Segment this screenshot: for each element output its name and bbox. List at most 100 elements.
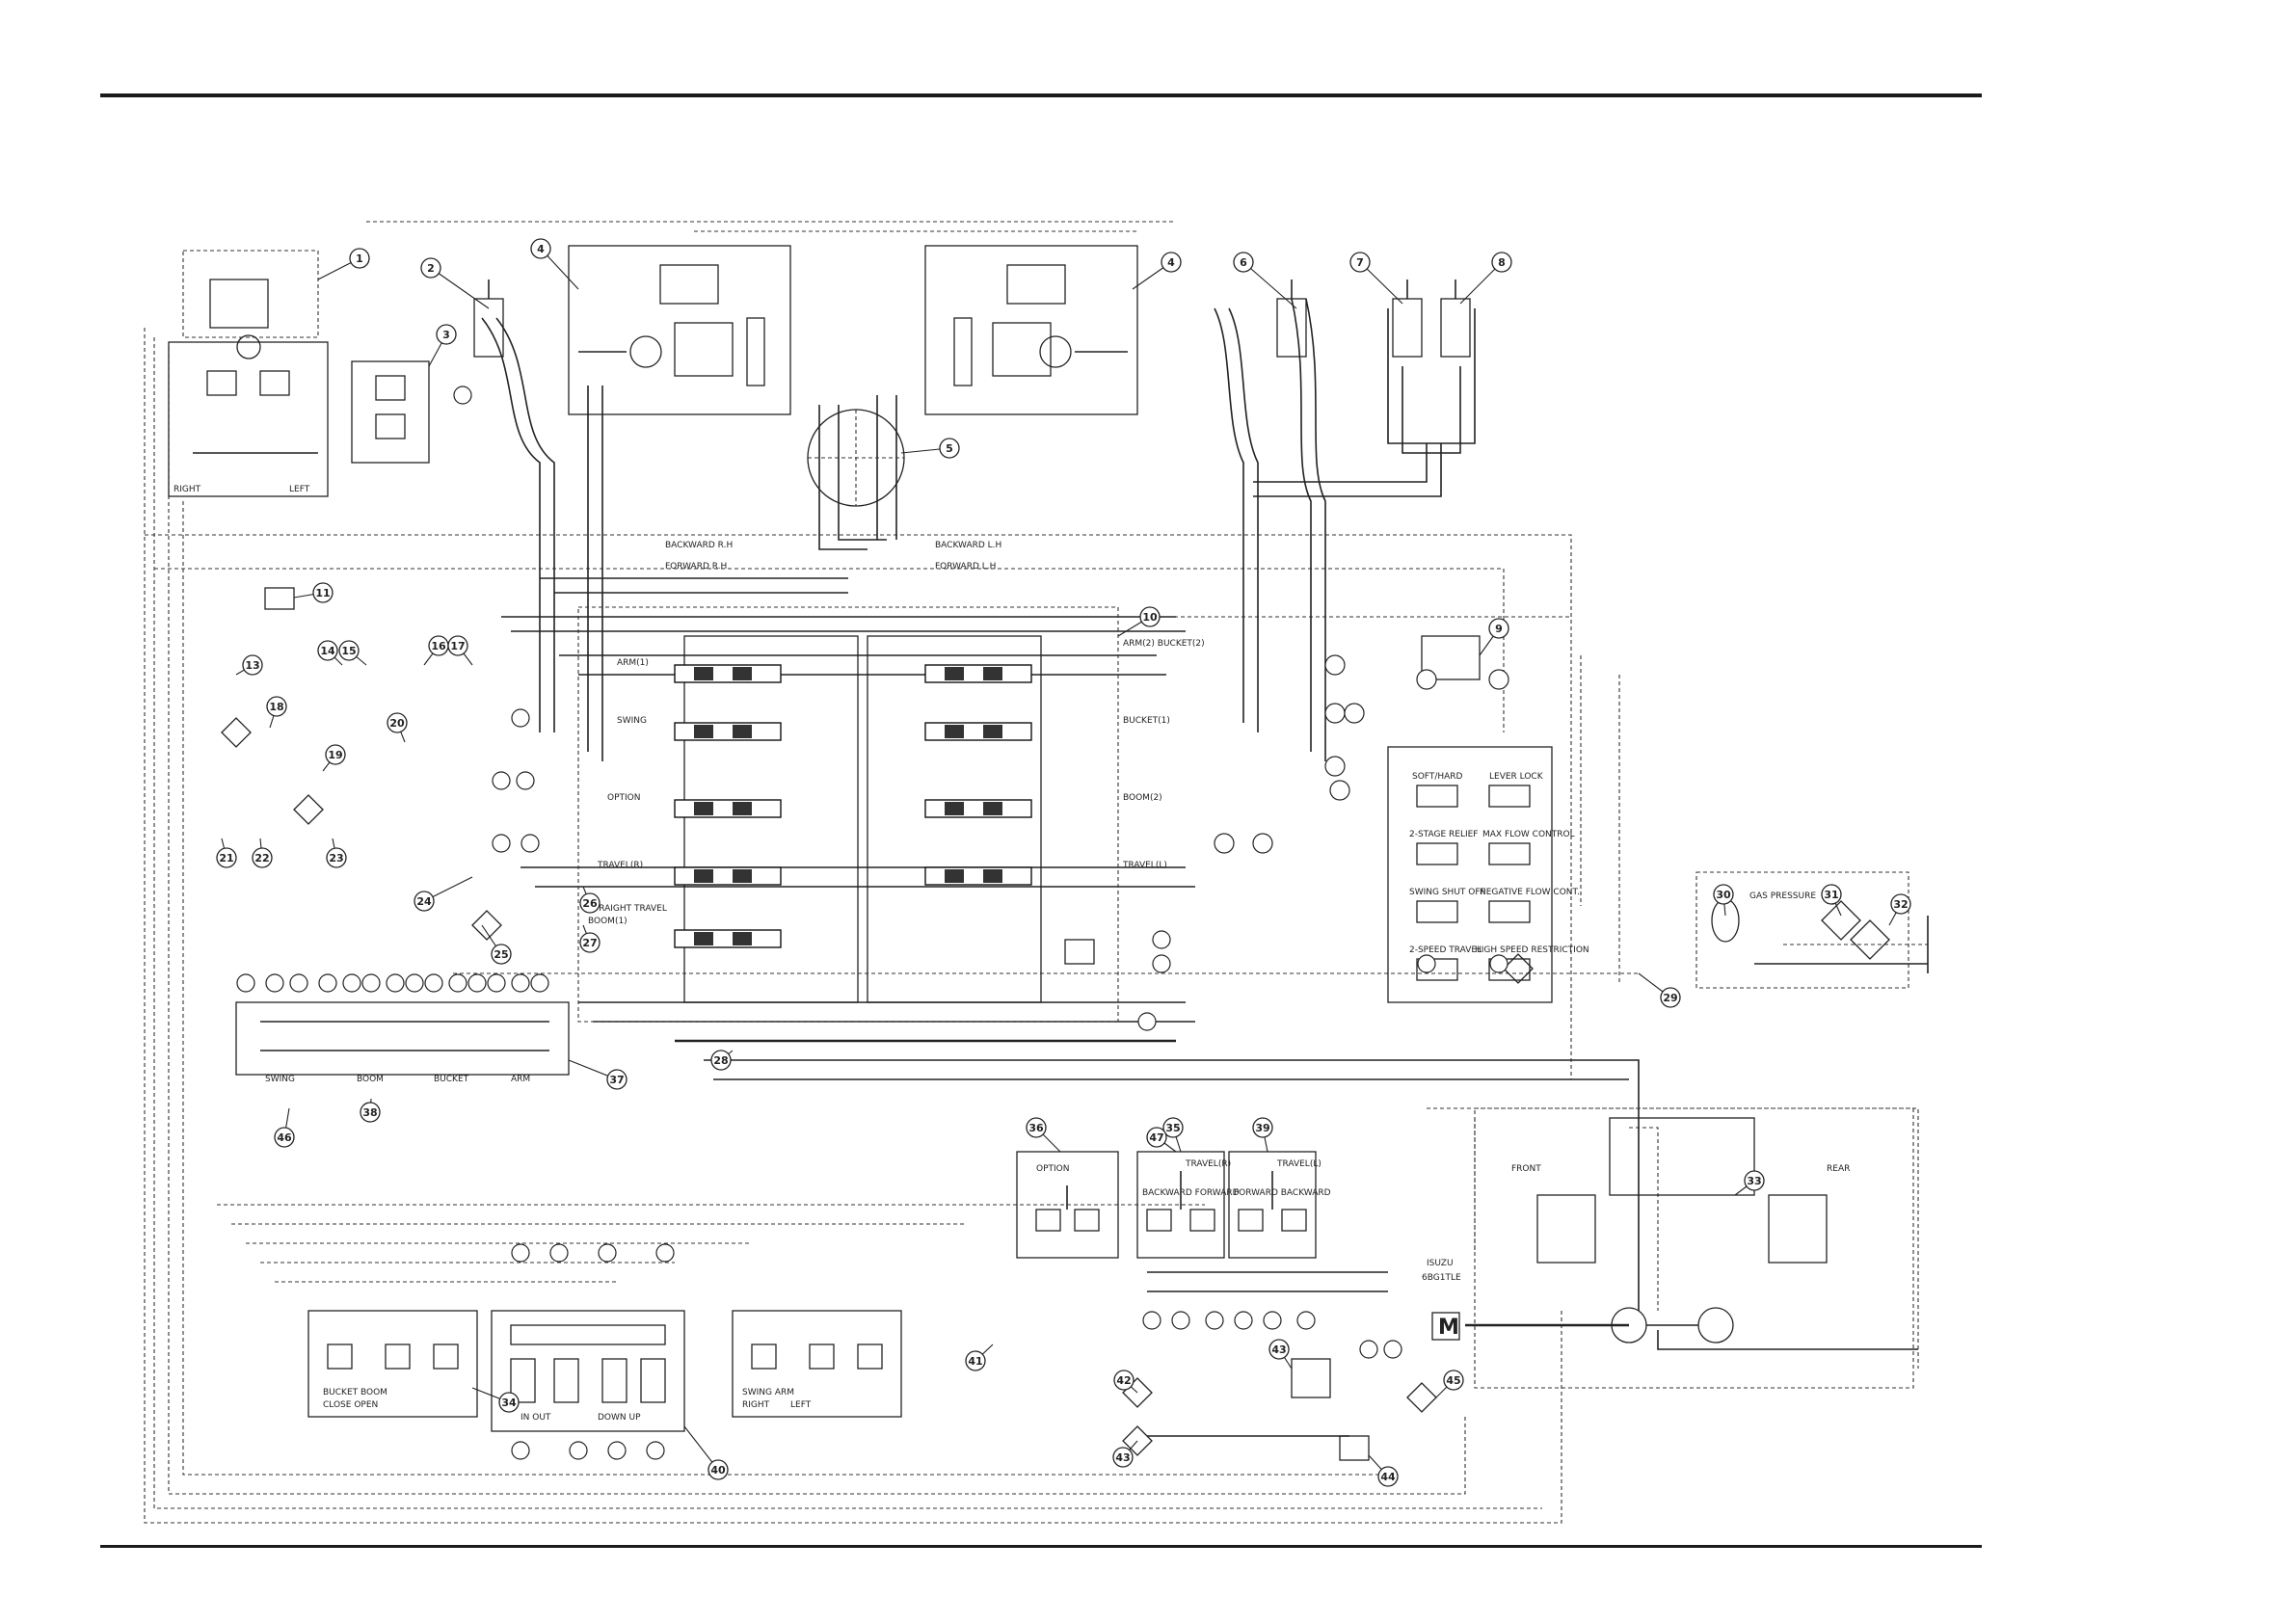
callout-number: 44 bbox=[1380, 1471, 1396, 1483]
callout-number: 19 bbox=[328, 749, 342, 761]
label-left-rcv: LEFT bbox=[790, 1400, 812, 1410]
callout-circle bbox=[579, 892, 601, 914]
callout-circle bbox=[387, 712, 408, 733]
callout-number: 16 bbox=[431, 640, 446, 652]
pressure-lines bbox=[481, 298, 1929, 1437]
callout-leader bbox=[1242, 261, 1297, 309]
callout-number: 15 bbox=[341, 645, 356, 657]
callout-33: 33 bbox=[1734, 1170, 1765, 1196]
callout-circle bbox=[1026, 1117, 1047, 1138]
callout-circle bbox=[491, 944, 512, 965]
label-engine-model: 6BG1TLE bbox=[1422, 1273, 1461, 1283]
callout-2: 2 bbox=[420, 257, 490, 309]
callout-46: 46 bbox=[274, 1107, 295, 1148]
travel-line-labels: BACKWARD R.H FORWARD R.H BACKWARD L.H FO… bbox=[665, 541, 1001, 572]
callout-number: 10 bbox=[1142, 611, 1158, 624]
callout-40: 40 bbox=[683, 1425, 729, 1480]
callout-circle bbox=[1377, 1466, 1399, 1487]
callout-number: 43 bbox=[1115, 1451, 1130, 1464]
callout-43: 43 bbox=[1268, 1339, 1293, 1370]
callout-number: 2 bbox=[427, 262, 435, 275]
label-right-left: RIGHT bbox=[742, 1400, 770, 1410]
callout-number: 34 bbox=[501, 1397, 517, 1409]
callout-number: 8 bbox=[1498, 256, 1506, 269]
callout-number: 37 bbox=[609, 1074, 624, 1086]
callout-number: 31 bbox=[1824, 889, 1838, 901]
callout-number: 9 bbox=[1495, 623, 1503, 635]
callout-circle bbox=[436, 324, 457, 345]
pilot-lines bbox=[144, 221, 1928, 1524]
callout-number: 26 bbox=[582, 897, 598, 910]
label-negative-flow-control: NEGATIVE FLOW CONT. bbox=[1480, 888, 1580, 897]
cylinders bbox=[473, 279, 1476, 454]
label-2-speed-travel: 2-SPEED TRAVEL bbox=[1409, 945, 1482, 955]
callout-9: 9 bbox=[1479, 618, 1509, 656]
main-pump-engine: M ISUZU 6BG1TLE FRONT REAR bbox=[1422, 1107, 1914, 1389]
callout-14: 14 bbox=[317, 640, 343, 666]
callout-number: 46 bbox=[277, 1131, 292, 1144]
callout-number: 5 bbox=[946, 442, 953, 455]
callout-circle bbox=[266, 696, 287, 717]
callout-number: 18 bbox=[269, 701, 283, 713]
callout-circle bbox=[1252, 1117, 1273, 1138]
label-travel-r: TRAVEL(R) bbox=[597, 861, 643, 870]
pilot-valve-travel-l: TRAVEL(L) FORWARD BACKWARD bbox=[1228, 1151, 1331, 1259]
callout-number: 32 bbox=[1893, 898, 1908, 911]
callout-number: 29 bbox=[1663, 992, 1677, 1004]
label-left: LEFT bbox=[289, 485, 310, 494]
callout-11: 11 bbox=[293, 582, 334, 603]
callout-25: 25 bbox=[481, 924, 512, 965]
callout-number: 45 bbox=[1446, 1374, 1460, 1387]
callout-number: 39 bbox=[1255, 1122, 1269, 1134]
callout-28: 28 bbox=[710, 1050, 734, 1071]
remote-control-valve-center: IN OUT DOWN UP bbox=[491, 1310, 685, 1432]
label-boom1: BOOM(1) bbox=[588, 917, 627, 926]
callout-circle bbox=[1113, 1370, 1135, 1391]
callout-13: 13 bbox=[235, 654, 263, 676]
swing-motor-block: RIGHT LEFT bbox=[168, 250, 329, 497]
callout-circle bbox=[1146, 1127, 1167, 1148]
callout-18: 18 bbox=[266, 696, 287, 729]
callout-circle bbox=[414, 891, 435, 912]
callout-circle bbox=[498, 1392, 520, 1413]
label-forward-backward: FORWARD BACKWARD bbox=[1234, 1188, 1331, 1198]
label-bucket1: BUCKET(1) bbox=[1123, 716, 1170, 726]
label-backward-rh: BACKWARD R.H bbox=[665, 541, 733, 550]
main-control-valve: ARM(1) ARM(2) BUCKET(2) SWING BUCKET(1) … bbox=[577, 606, 1205, 1023]
callout-15: 15 bbox=[338, 640, 367, 666]
label-option-pilot: OPTION bbox=[1036, 1164, 1069, 1174]
label-in-out: IN OUT bbox=[521, 1413, 551, 1423]
callout-number: 36 bbox=[1028, 1122, 1044, 1134]
callout-circle bbox=[1139, 606, 1161, 627]
callout-4: 4 bbox=[530, 238, 579, 290]
callout-6: 6 bbox=[1233, 252, 1297, 309]
callout-20: 20 bbox=[387, 712, 408, 743]
callout-circle bbox=[420, 257, 441, 279]
callout-21: 21 bbox=[216, 838, 237, 868]
callout-number: 47 bbox=[1149, 1131, 1163, 1144]
callout-circle bbox=[317, 640, 338, 661]
shuttle-block: SWING BOOM BUCKET ARM bbox=[235, 1001, 570, 1084]
callout-16: 16 bbox=[423, 635, 449, 666]
callout-4: 4 bbox=[1132, 252, 1182, 290]
label-swing-shuttle: SWING bbox=[265, 1075, 295, 1084]
callout-circle bbox=[1488, 618, 1509, 639]
callout-43: 43 bbox=[1112, 1440, 1138, 1468]
callout-number: 20 bbox=[389, 717, 405, 730]
callout-circle bbox=[707, 1459, 729, 1480]
callout-number: 23 bbox=[329, 852, 343, 865]
label-rear: REAR bbox=[1827, 1164, 1850, 1174]
callout-circle bbox=[1491, 252, 1512, 273]
label-option: OPTION bbox=[607, 793, 640, 803]
callout-1: 1 bbox=[317, 248, 370, 280]
callout-circle bbox=[1162, 1117, 1184, 1138]
solenoid-valve-block: SOFT/HARD LEVER LOCK 2-STAGE RELIEF MAX … bbox=[1387, 746, 1589, 1003]
callout-circle bbox=[1890, 893, 1911, 915]
callout-leader bbox=[430, 267, 490, 309]
pilot-valve-travel-r: TRAVEL(R) BACKWARD FORWARD bbox=[1136, 1151, 1240, 1259]
bottom-rule bbox=[100, 1545, 1982, 1548]
callout-8: 8 bbox=[1459, 252, 1512, 305]
callout-circle bbox=[325, 744, 346, 765]
top-rule bbox=[100, 93, 1982, 97]
